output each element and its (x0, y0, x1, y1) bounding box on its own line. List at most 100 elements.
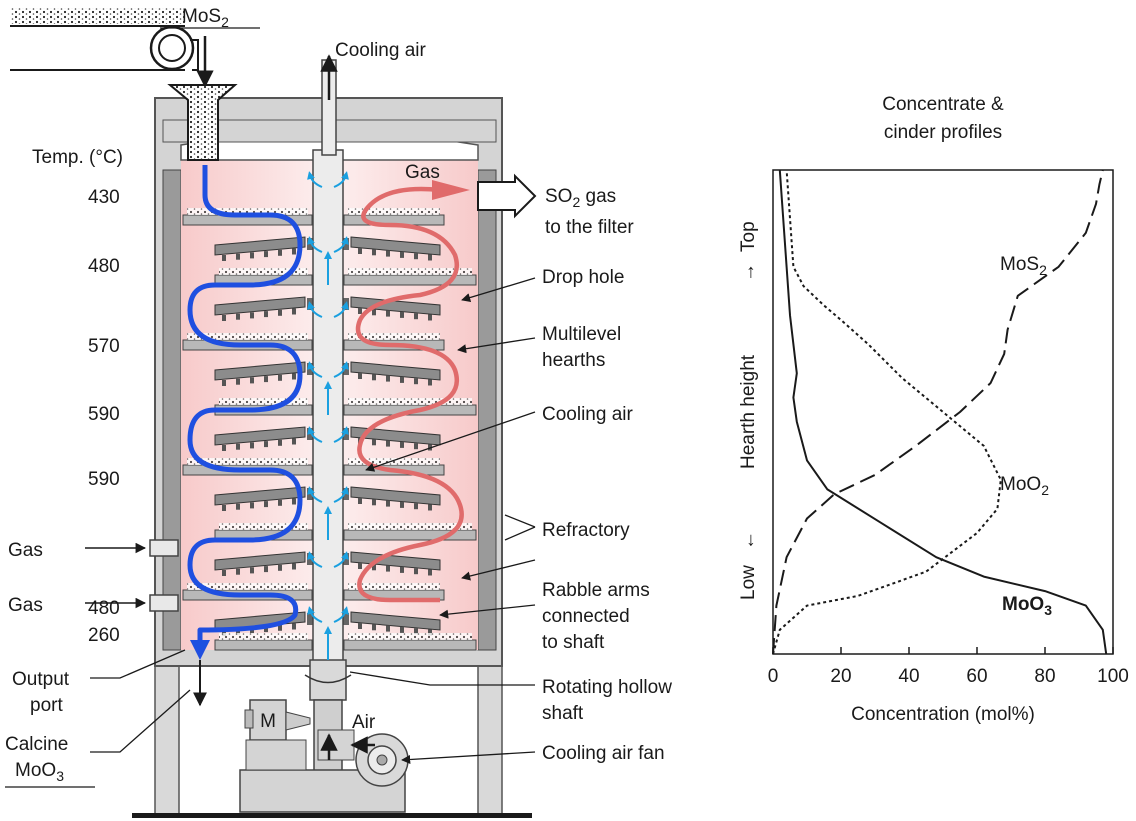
rabble-tooth (386, 375, 390, 382)
ore-bed (348, 333, 440, 340)
svg-text:←: ← (738, 531, 759, 550)
rabble-tooth (292, 373, 296, 380)
series-label-moo2: MoO2 (1000, 474, 1049, 498)
rabble-tooth (372, 499, 376, 506)
rabble-arm (350, 611, 441, 631)
air-branch (333, 171, 349, 188)
gas-inlets (85, 539, 179, 612)
rabble-arm (214, 486, 306, 506)
rabble-tooth (264, 501, 268, 508)
rabble-tooth (292, 438, 296, 445)
rabble-tooth (236, 628, 240, 635)
rabble-arm (214, 296, 306, 316)
rabble-tooth (400, 376, 404, 383)
chart-ylabel: Low ← Hearth height → Top (738, 221, 759, 600)
rabble-arm (350, 551, 441, 571)
rabble-tooth (372, 564, 376, 571)
rabble-tooth (278, 624, 282, 631)
ore-bed (348, 208, 440, 215)
rabble-tooth (292, 308, 296, 315)
rabble-tooth (292, 623, 296, 630)
rabble-label-2: connected (542, 606, 630, 627)
temp-value: 570 (88, 336, 120, 357)
rabble-tooth (236, 443, 240, 450)
rabble-tooth (428, 569, 432, 576)
rabble-tooth (414, 253, 418, 260)
calcine-label-2: MoO3 (15, 760, 64, 784)
ore-bed (348, 398, 472, 405)
rabble-tooth (358, 563, 362, 569)
series-label-mos2: MoS2 (1000, 254, 1047, 278)
x-tick-label: 0 (768, 666, 779, 687)
rabble-tooth (372, 439, 376, 446)
ore-bed (219, 268, 308, 275)
rabble-tooth (400, 441, 404, 448)
air-branch (307, 171, 323, 188)
rabble-tooth (372, 374, 376, 381)
fan-label: Cooling air fan (542, 743, 665, 764)
hearth-plate (214, 639, 313, 651)
feed-conveyor (10, 8, 199, 71)
air-branch (307, 551, 323, 568)
rabble-label-3: to shaft (542, 632, 605, 653)
svg-text:Low: Low (738, 565, 759, 600)
multilevel-label-2: hearths (542, 350, 605, 371)
rabble-tooth (414, 378, 418, 385)
rabble-tooth (292, 498, 296, 505)
rabble-tooth (386, 310, 390, 317)
shaft-label-1: Rotating hollow (542, 677, 672, 698)
rabble-tooth (264, 566, 268, 573)
shaft-label-2: shaft (542, 703, 584, 724)
ore-bed (348, 633, 472, 640)
ore-bed (219, 633, 308, 640)
rabble-tooth (236, 568, 240, 575)
cooling-air-top-label: Cooling air (335, 40, 426, 61)
air-branch (333, 301, 349, 318)
rabble-tooth (358, 373, 362, 379)
temp-value: 590 (88, 404, 120, 425)
rabble-tooth (372, 309, 376, 316)
rabble-tooth (428, 379, 432, 386)
chart-plot-area (772, 169, 1114, 655)
callout-lines (90, 277, 536, 765)
rabble-tooth (250, 252, 254, 259)
rabble-arm (214, 551, 306, 571)
svg-text:Top: Top (738, 221, 759, 252)
rabble-tooth (414, 313, 418, 320)
air-branch (307, 361, 323, 378)
rabble-tooth (372, 624, 376, 631)
rabble-tooth (292, 563, 296, 570)
rabble-tooth (400, 251, 404, 258)
x-tick-label: 60 (966, 666, 987, 687)
rabble-tooth (264, 376, 268, 383)
gas-stream-label: Gas (405, 162, 440, 183)
hearth-plate (343, 639, 477, 651)
air-branch (307, 486, 323, 503)
refractory-label: Refractory (542, 520, 630, 541)
so2-outlet (477, 173, 537, 219)
rabble-tooth (236, 378, 240, 385)
rabble-arm (350, 236, 441, 256)
air-branch (307, 606, 323, 623)
temp-value: 260 (88, 625, 120, 646)
temp-value: 590 (88, 469, 120, 490)
feed-hopper (167, 84, 238, 161)
ore-bed (348, 523, 472, 530)
rabble-tooth (292, 248, 296, 255)
cooling-air-arrows (307, 171, 349, 660)
rabble-tooth (250, 312, 254, 319)
temp-header: Temp. (°C) (32, 147, 123, 168)
chart-title-1: Concentrate & (882, 94, 1004, 115)
rabble-tooth (386, 500, 390, 507)
rabble-tooth (264, 251, 268, 258)
calcine-label-1: Calcine (5, 734, 68, 755)
x-tick-label: 80 (1034, 666, 1055, 687)
rabble-arm (350, 361, 441, 381)
refractory-right (477, 169, 497, 651)
x-tick-label: 20 (830, 666, 851, 687)
rabble-arm (214, 236, 306, 256)
rabble-tooth (386, 625, 390, 632)
rabble-tooth (250, 442, 254, 449)
